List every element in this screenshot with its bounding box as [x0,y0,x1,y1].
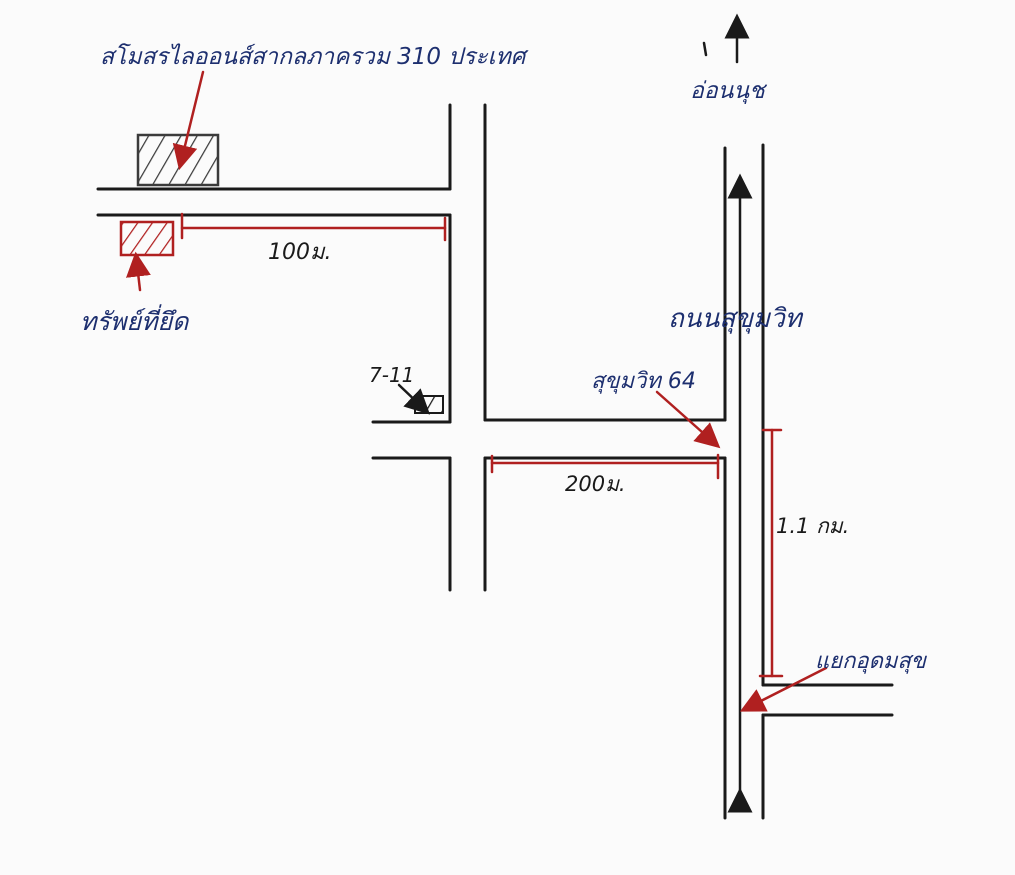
lions-club-pointer-arrow-icon [172,70,205,171]
measure-200m [490,453,720,480]
junction-label: แยกอุดมสุข [815,649,928,674]
lions-club-building [136,133,220,187]
measure-1-1km [758,428,784,678]
property-building [119,220,175,257]
north-tick-mark [702,41,708,57]
main-road-label: ถนนสุขุมวิท [668,304,804,334]
distance-1-1km-label: 1.1 กม. [776,514,849,538]
north-direction-label: อ่อนนุช [690,78,767,104]
lions-club-label: สโมสรไลออนส์สากลภาครวม 310 ประเทศ [100,43,529,70]
property-pointer-arrow-icon [126,251,151,292]
roads [96,103,894,820]
store-label: 7-11 [369,363,414,387]
property-label: ทรัพย์ที่ยึด [80,304,190,336]
distance-100m-label: 100ม. [268,240,332,265]
junction-pointer-arrow-icon [739,666,828,712]
soi-label: สุขุมวิท 64 [591,369,696,394]
store-pointer-arrow-icon [397,383,431,415]
distance-200m-label: 200ม. [565,472,626,496]
soi-pointer-arrow-icon [655,390,721,449]
measure-100m [180,212,447,242]
